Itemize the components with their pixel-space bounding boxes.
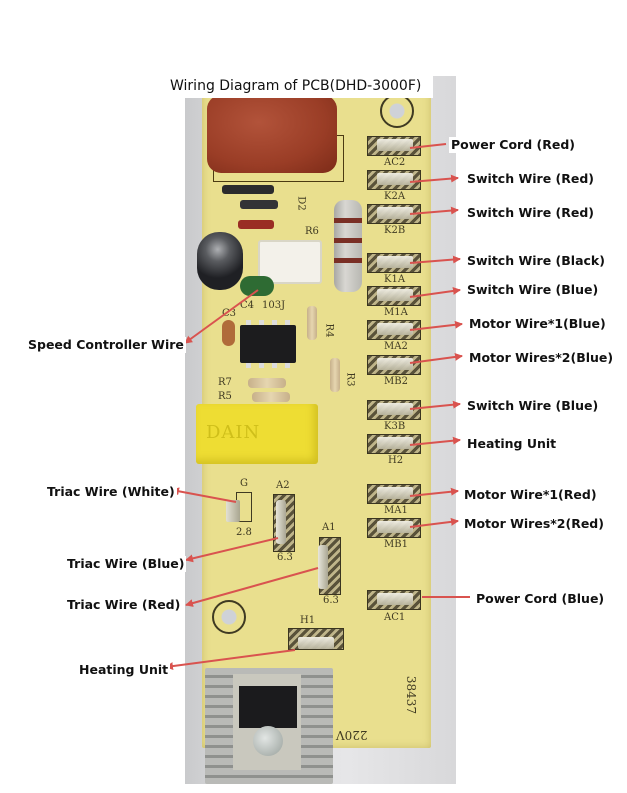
silk-k1a: K1A [384,274,406,285]
arrow-motor-wires-2-blue [409,352,463,364]
heatsink [205,668,333,784]
ceramic-capacitor-c4 [240,276,274,296]
label-switch-wire-red-2: Switch Wire (Red) [465,205,597,221]
label-heating-unit-h2: Heating Unit [465,436,559,452]
x-cap-brand: DAIN [206,422,261,443]
resistor-r7 [248,378,286,388]
ic-chip [240,320,296,368]
label-heating-unit-h1: Heating Unit [77,662,171,678]
silk-g-size: 2.8 [236,527,252,538]
label-motor-wire-1-blue: Motor Wire*1(Blue) [467,316,608,332]
terminal-g [226,500,240,522]
mounting-hole-bottom [212,600,246,634]
film-capacitor-red [207,95,337,173]
label-switch-wire-red-1: Switch Wire (Red) [465,171,597,187]
pad-mb2 [367,355,421,375]
label-motor-wires-2-red: Motor Wires*2(Red) [462,516,606,532]
silk-ma1: MA1 [384,505,408,516]
silk-a2: A2 [276,480,290,491]
silk-k2b: K2B [384,225,406,236]
silk-a2-size: 6.3 [277,552,293,563]
resistor-r5 [252,392,290,402]
pad-mb1 [367,518,421,538]
label-power-cord-red: Power Cord (Red) [449,137,577,153]
arrow-switch-wire-red-2 [409,206,459,215]
zener-diode [238,220,274,229]
silk-k3b: K3B [384,421,406,432]
silk-mb2: MB2 [384,376,408,387]
silk-r5: R5 [218,391,232,402]
power-resistor [334,200,362,292]
pad-ma1 [367,484,421,504]
diode-1 [222,185,274,194]
arrow-switch-wire-blue-1 [409,287,461,298]
silk-ac2: AC2 [384,157,406,168]
terminal-a1 [318,545,328,589]
label-switch-wire-black: Switch Wire (Black) [465,253,607,269]
silk-r7: R7 [218,377,232,388]
arrow-motor-wire-1-red [409,487,459,497]
silk-h2: H2 [388,455,404,466]
silk-r6: R6 [305,226,319,237]
diagram-title: Wiring Diagram of PCB(DHD-3000F) [164,74,434,98]
arrow-triac-blue [185,537,279,563]
label-triac-wire-white: Triac Wire (White) [45,484,177,500]
arrow-heating-unit-h2 [409,436,461,446]
resistor-r4 [307,306,317,340]
capacitor-c3 [222,320,235,346]
arrow-switch-wire-blue-2 [409,400,461,410]
silk-c3: C3 [222,308,237,319]
pad-h1 [288,628,344,650]
arrow-motor-wires-2-red [409,517,459,528]
arrow-switch-wire-red-1 [409,174,459,183]
arrow-power-cord-red [409,143,447,149]
label-triac-wire-blue: Triac Wire (Blue) [65,556,187,572]
arrow-triac-red [185,567,319,607]
silk-ma2: MA2 [384,341,408,352]
silk-k2a: K2A [384,191,406,202]
label-power-cord-blue: Power Cord (Blue) [474,591,607,607]
silk-h1: H1 [300,615,316,626]
label-switch-wire-blue-1: Switch Wire (Blue) [465,282,601,298]
label-speed-controller-wire: Speed Controller Wire [26,337,186,353]
arrow-heating-unit-h1 [165,649,296,671]
silk-c4-value: 103J [262,300,286,311]
pad-m1a [367,286,421,306]
pad-k3b [367,400,421,420]
arrow-triac-white [171,487,237,503]
triac-component [239,686,297,728]
electrolytic-capacitor [197,232,243,290]
arrow-motor-wire-1-blue [409,320,463,331]
arrow-speed-controller [184,289,259,344]
pad-ac1 [367,590,421,610]
silk-a1: A1 [322,522,336,533]
silk-mb1: MB1 [384,539,408,550]
silk-m1a: M1A [384,307,408,318]
screw [253,726,283,756]
terminal-a2 [276,500,286,544]
pad-k2a [367,170,421,190]
label-triac-wire-red: Triac Wire (Red) [65,597,183,613]
silk-c4: C4 [240,300,255,311]
label-motor-wires-2-blue: Motor Wires*2(Blue) [467,350,616,366]
resistor-r3 [330,358,340,392]
pad-ma2 [367,320,421,340]
diode-2 [240,200,278,209]
label-motor-wire-1-red: Motor Wire*1(Red) [462,487,599,503]
label-switch-wire-blue-2: Switch Wire (Blue) [465,398,601,414]
arrow-switch-wire-black [409,255,461,264]
silk-ac1: AC1 [384,612,406,623]
silk-a1-size: 6.3 [323,595,339,606]
pad-h2 [367,434,421,454]
x-capacitor-yellow: DAIN [196,404,318,464]
silk-g: G [240,478,248,489]
